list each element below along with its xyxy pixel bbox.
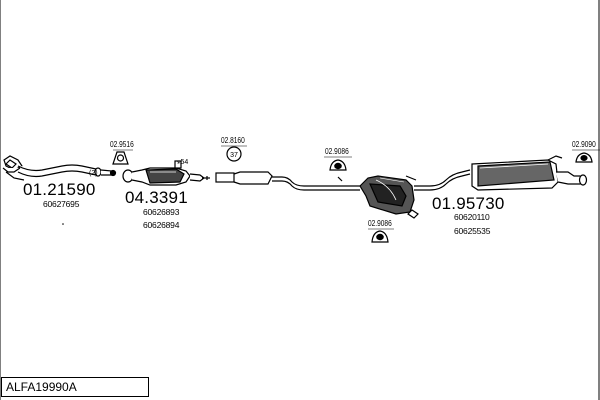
catalyst-illustration [122,160,205,186]
middle-silencer-illustration [359,175,419,219]
middle-pipe-illustration [202,171,360,191]
catalyst-code: 04.3391 [125,188,188,207]
front-pipe-illustration [2,155,117,181]
kit-code: ALFA19990A [6,380,77,394]
catalyst-oem-2: 60626894 [143,220,180,230]
front-pipe-code: 01.21590 [23,180,96,199]
hanger-badge-text: 37 [230,152,238,159]
middle-silencer-hanger-ref-bottom: 02.9086 [368,219,392,228]
rear-silencer-oem-1: 60620110 [454,212,490,222]
rubber-hanger-icon-bottom [371,230,389,243]
kit-code-box: ALFA19990A [1,377,149,397]
hanger-badge-icon [226,146,242,162]
clamp-icon [112,151,129,165]
sensor-ref-number: 54 [180,159,189,166]
middle-pipe-hanger-ref: 02.8160 [221,136,245,145]
rear-silencer-code: 01.95730 [432,194,505,213]
stray-dot [62,223,64,225]
rear-silencer-oem-2: 60625535 [454,226,491,236]
gasket-marker: (2) [89,170,98,177]
rear-silencer-illustration [471,155,588,191]
sensor-ref: ⁎54 [177,159,189,166]
clamp-ref: 02.9516 [110,140,134,149]
rear-hanger-icon [575,152,593,163]
rear-silencer-hanger-ref: 02.9090 [572,140,596,149]
rear-pipe-illustration [414,169,471,191]
rubber-hanger-icon [329,159,347,171]
front-pipe-oem: 60627695 [43,199,80,209]
catalyst-oem-1: 60626893 [143,207,180,217]
middle-silencer-hanger-ref-top: 02.9086 [325,147,349,156]
